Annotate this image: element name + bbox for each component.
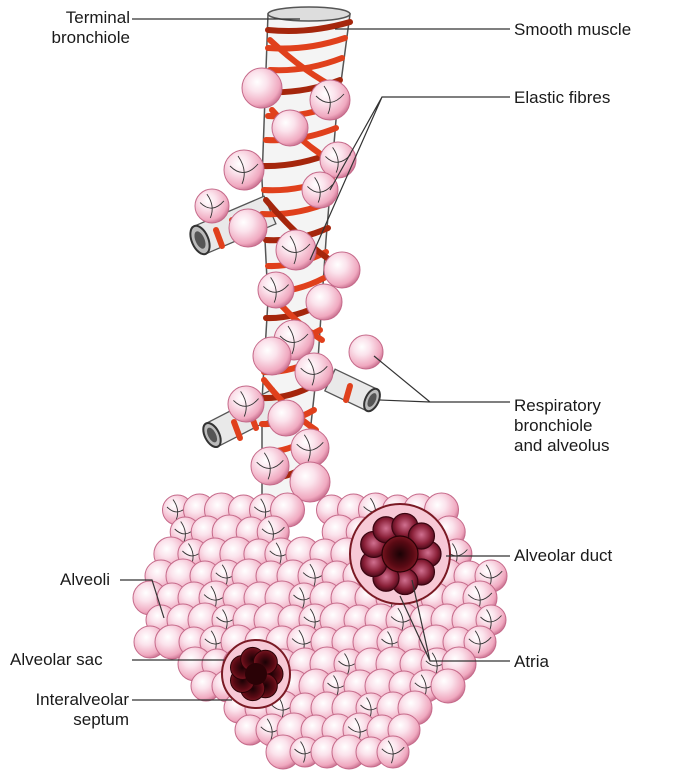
label-elastic-fibres: Elastic fibres bbox=[514, 88, 610, 108]
leader-respiratory-bronchiole bbox=[374, 356, 510, 402]
duct-lumen bbox=[382, 536, 418, 572]
alveolus bbox=[276, 230, 316, 270]
label-smooth-muscle: Smooth muscle bbox=[514, 20, 631, 40]
label-respiratory-bronchiole: Respiratory bronchiole and alveolus bbox=[514, 396, 609, 456]
alveolus bbox=[258, 272, 294, 308]
alveolus bbox=[268, 400, 304, 436]
alveolus bbox=[324, 252, 360, 288]
label-respiratory-line1: Respiratory bbox=[514, 396, 609, 416]
alveolus bbox=[228, 386, 264, 422]
alveolus-body bbox=[431, 669, 465, 703]
alveolus bbox=[224, 150, 264, 190]
alveolus bbox=[291, 429, 329, 467]
alveolar-sac bbox=[222, 640, 290, 708]
alveolus bbox=[310, 80, 350, 120]
alveolus bbox=[229, 209, 267, 247]
label-terminal-bronchiole-line2: bronchiole bbox=[52, 28, 130, 48]
alveolus-body bbox=[349, 335, 383, 369]
alveolus bbox=[251, 447, 289, 485]
alveolus-body bbox=[306, 284, 342, 320]
label-interalveolar-septum: Interalveolar septum bbox=[35, 690, 129, 730]
label-terminal-bronchiole: Terminal bronchiole bbox=[52, 8, 130, 48]
label-respiratory-line3: and alveolus bbox=[514, 436, 609, 456]
label-atria: Atria bbox=[514, 652, 549, 672]
right-branch bbox=[325, 369, 383, 414]
alveolus bbox=[242, 68, 282, 108]
alveolus-body bbox=[268, 400, 304, 436]
alveolar-duct bbox=[350, 504, 450, 604]
label-terminal-bronchiole-line1: Terminal bbox=[52, 8, 130, 28]
alveolus-body bbox=[229, 209, 267, 247]
alveolus bbox=[272, 110, 308, 146]
alveolus bbox=[295, 353, 333, 391]
leader-elastic-fibres bbox=[310, 97, 510, 260]
label-interalveolar-line2: septum bbox=[35, 710, 129, 730]
alveolus bbox=[377, 736, 409, 768]
alveolus-body bbox=[272, 110, 308, 146]
label-alveoli: Alveoli bbox=[60, 570, 110, 590]
label-interalveolar-line1: Interalveolar bbox=[35, 690, 129, 710]
alveolus bbox=[349, 335, 383, 369]
alveoli-cluster bbox=[133, 68, 507, 769]
alveolus bbox=[431, 669, 465, 703]
branch-muscle-band bbox=[346, 386, 350, 400]
sac-center bbox=[245, 663, 267, 685]
alveolus bbox=[253, 337, 291, 375]
alveolus-body bbox=[253, 337, 291, 375]
alveolus-body bbox=[324, 252, 360, 288]
label-alveolar-duct: Alveolar duct bbox=[514, 546, 612, 566]
label-alveolar-sac: Alveolar sac bbox=[10, 650, 103, 670]
alveolus bbox=[195, 189, 229, 223]
alveolus-body bbox=[242, 68, 282, 108]
alveolus bbox=[306, 284, 342, 320]
label-respiratory-line2: bronchiole bbox=[514, 416, 609, 436]
alveolus bbox=[302, 172, 338, 208]
